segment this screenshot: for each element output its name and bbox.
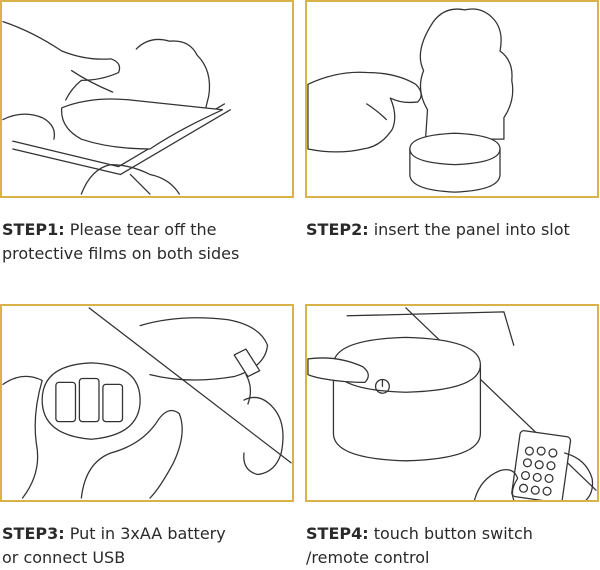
step2-illustration bbox=[305, 0, 599, 198]
step3-label: STEP3: bbox=[2, 524, 65, 543]
step3-text-line2: or connect USB bbox=[2, 548, 126, 567]
battery-usb-drawing bbox=[2, 307, 292, 499]
step2-text-line1: insert the panel into slot bbox=[368, 220, 570, 239]
step4-text-line1: touch button switch bbox=[368, 524, 533, 543]
step4-text-line2: /remote control bbox=[306, 548, 430, 567]
step4-illustration bbox=[305, 304, 599, 502]
step4-caption: STEP4: touch button switch /remote contr… bbox=[306, 522, 533, 570]
remote-buttons bbox=[518, 446, 558, 496]
step3-text-line1: Put in 3xAA battery bbox=[64, 524, 226, 543]
step2-label: STEP2: bbox=[306, 220, 369, 239]
step1-caption: STEP1: Please tear off the protective fi… bbox=[2, 218, 239, 266]
step3-illustration bbox=[0, 304, 294, 502]
touch-remote-drawing bbox=[307, 307, 597, 500]
step1-label: STEP1: bbox=[2, 220, 65, 239]
step2-caption: STEP2: insert the panel into slot bbox=[306, 218, 570, 242]
tear-film-drawing bbox=[2, 20, 231, 195]
step4-label: STEP4: bbox=[306, 524, 369, 543]
insert-panel-drawing bbox=[307, 8, 514, 193]
step1-text-line1: Please tear off the bbox=[64, 220, 217, 239]
step1-text-line2: protective films on both sides bbox=[2, 244, 240, 263]
step3-caption: STEP3: Put in 3xAA battery or connect US… bbox=[2, 522, 226, 570]
step1-illustration bbox=[0, 0, 294, 198]
